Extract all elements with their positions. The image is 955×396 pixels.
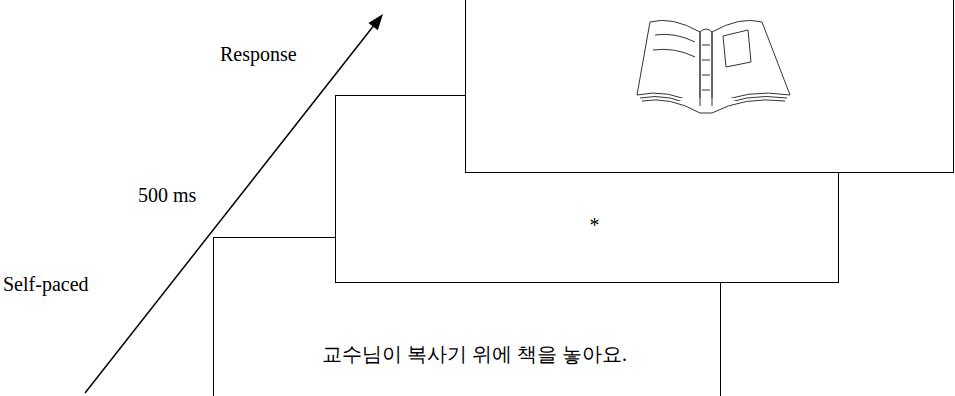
time-arrow bbox=[85, 24, 375, 393]
sentence-screen: 교수님이 복사기 위에 책을 놓아요. bbox=[213, 237, 736, 396]
fixation-mark: * bbox=[335, 213, 854, 237]
fixation-screen: * bbox=[335, 95, 854, 282]
book-illustration bbox=[637, 20, 790, 113]
timing-label: Response bbox=[220, 42, 297, 66]
picture-frame bbox=[466, 0, 954, 173]
arrowhead bbox=[368, 14, 383, 30]
timing-label: 500 ms bbox=[138, 183, 196, 207]
timing-label: Self-paced bbox=[3, 272, 89, 296]
stimulus-sentence: 교수님이 복사기 위에 책을 놓아요. bbox=[213, 342, 736, 366]
